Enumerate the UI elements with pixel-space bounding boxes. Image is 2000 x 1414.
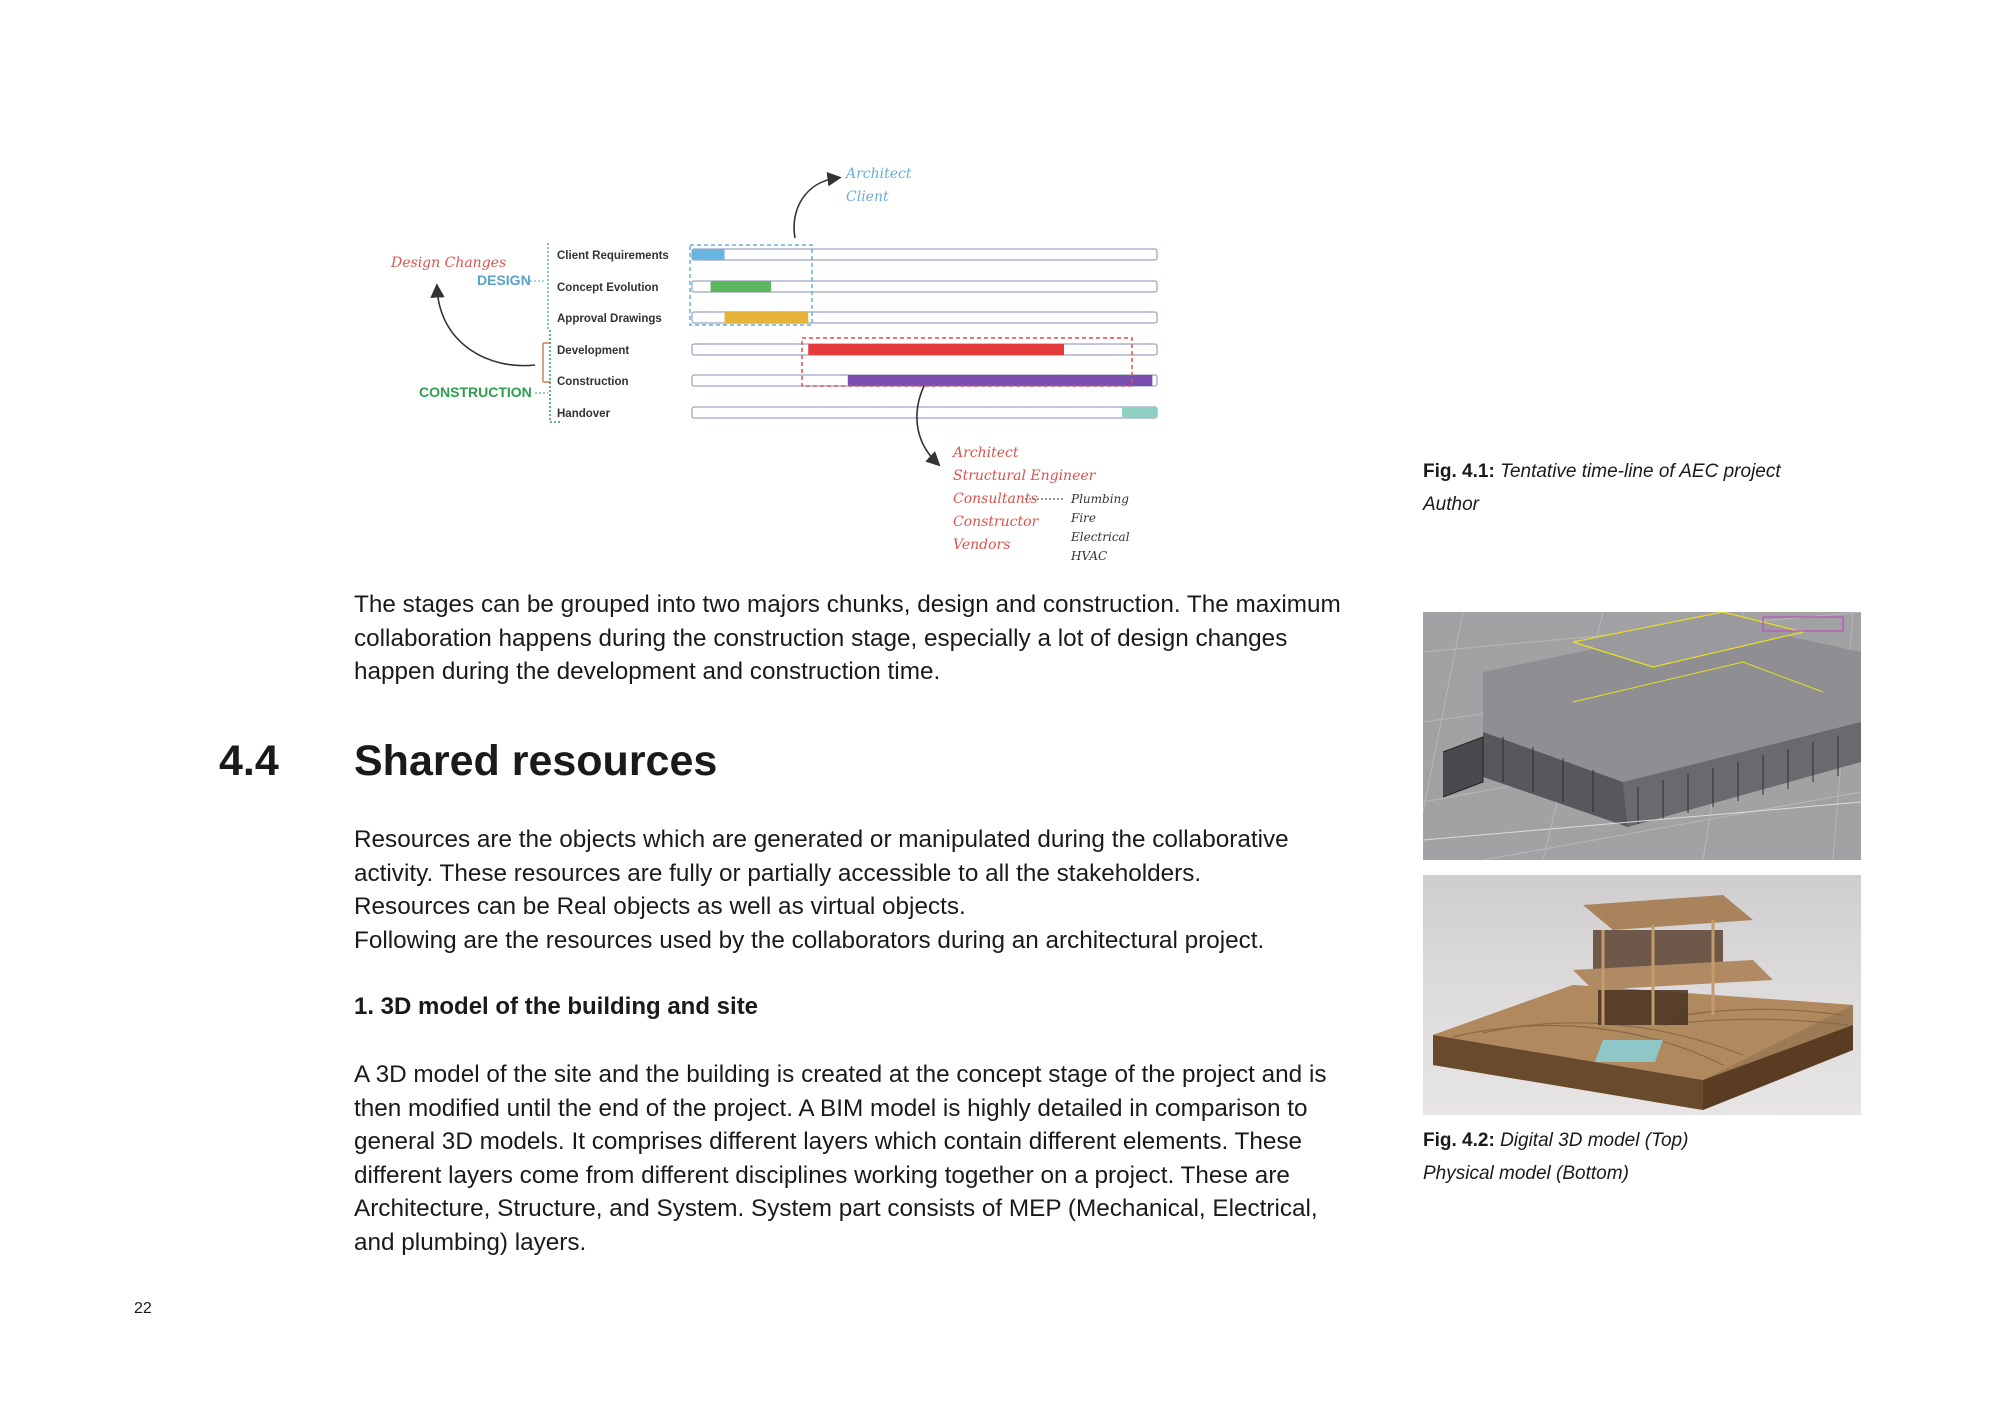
section-number: 4.4 (219, 737, 279, 785)
caption-label: Fig. 4.1: (1423, 461, 1495, 482)
caption-title: Tentative time-line of AEC project (1500, 461, 1781, 482)
timeline-bar (1122, 407, 1157, 418)
consultant-type: Fire (1070, 511, 1096, 525)
resources-line: Resources are the objects which are gene… (354, 826, 1289, 887)
figure-caption: Fig. 4.1: Tentative time-line of AEC pro… (1423, 455, 1943, 521)
bottom-role: Vendors (953, 537, 1010, 553)
timeline-bar (808, 344, 1064, 355)
consultant-type: HVAC (1070, 549, 1107, 563)
resources-paragraph: Resources are the objects which are gene… (354, 823, 1344, 957)
resources-line: Following are the resources used by the … (354, 926, 1265, 954)
caption-title: Digital 3D model (Top) (1500, 1130, 1689, 1151)
bottom-roles-arrow (916, 385, 941, 467)
phase-construction: CONSTRUCTION (419, 384, 532, 400)
timeline-bar (710, 281, 772, 292)
timeline-bar (847, 375, 1153, 386)
task-label: Client Requirements (557, 250, 669, 262)
physical-model-image (1423, 875, 1861, 1115)
caption-label: Fig. 4.2: (1423, 1130, 1495, 1151)
timeline-track (691, 248, 1158, 261)
bottom-role: Structural Engineer (953, 468, 1097, 484)
aec-timeline-diagram: Architect Client Design Changes DESIGN C… (390, 166, 1158, 563)
bottom-role: Architect (951, 445, 1019, 461)
intro-paragraph: The stages can be grouped into two major… (354, 591, 1341, 685)
page-number: 22 (134, 1300, 152, 1317)
task-label: Concept Evolution (557, 282, 659, 294)
resources-line: Resources can be Real objects as well as… (354, 893, 966, 920)
phase-design: DESIGN (477, 272, 531, 288)
task-label: Handover (557, 408, 611, 420)
figure-caption: Fig. 4.2: Digital 3D model (Top) Physica… (1423, 1124, 1943, 1190)
design-changes-label: Design Changes (390, 255, 506, 271)
caption-credit: Author (1423, 494, 1479, 515)
top-roles-arrow (793, 172, 842, 239)
bottom-role: Constructor (953, 514, 1040, 530)
bottom-role: Consultants (953, 491, 1038, 507)
timeline-track (691, 280, 1158, 293)
caption-title: Physical model (Bottom) (1423, 1163, 1629, 1184)
design-stage-highlight (689, 244, 813, 326)
subheading: 1. 3D model of the building and site (354, 993, 759, 1020)
construction-stage-highlight (801, 337, 1133, 387)
consultant-type: Electrical (1070, 530, 1130, 544)
design-changes-arrow (430, 283, 536, 367)
top-role-architect: Architect (844, 166, 912, 182)
section-title: Shared resources (354, 737, 718, 785)
model-paragraph: A 3D model of the site and the building … (354, 1061, 1327, 1256)
timeline-track (691, 406, 1158, 419)
top-role-client: Client (846, 189, 889, 205)
timeline-bar (724, 312, 809, 323)
task-label: Development (557, 345, 629, 357)
consultant-type: Plumbing (1070, 492, 1129, 506)
timeline-bar (692, 249, 725, 260)
task-label: Construction (557, 376, 629, 388)
task-label: Approval Drawings (557, 313, 662, 325)
digital-3d-model-image (1423, 612, 1861, 860)
